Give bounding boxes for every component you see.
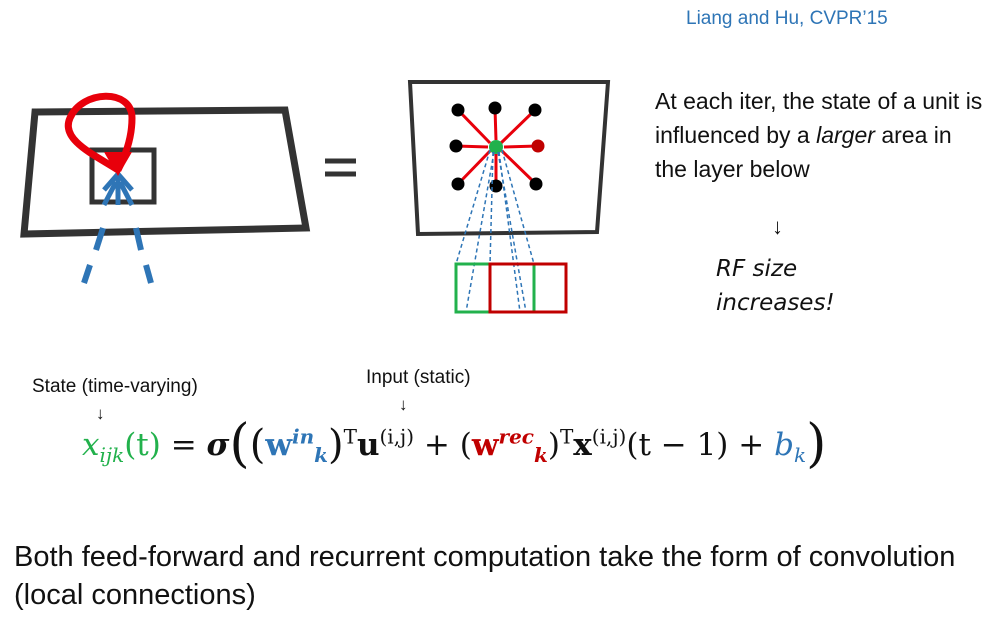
neighbor-arrows [455,107,539,186]
neighbor-unit [488,101,502,115]
state-label: State (time-varying) [32,376,198,397]
equals-sign [325,158,356,177]
neighbor-unit [451,177,465,191]
neighbor-unit [528,103,542,117]
state-down-arrow: ↓ [96,404,105,423]
previous-state-term: x [573,427,592,463]
sigma-symbol: σ [206,427,230,463]
recurrent-arrowhead [104,152,132,176]
state-term: xijk(t) [82,427,161,468]
neighbor-unit [531,139,545,153]
rf-size-note: RF size increases! [716,256,835,316]
neighbor-unit [449,139,463,153]
recurrent-weight: wreck [471,424,548,468]
neighbor-unit [451,103,465,117]
input-down-arrow: ↓ [399,395,408,414]
receptive-field-lines [455,149,535,313]
conclusion-text: Both feed-forward and recurrent computat… [14,541,956,611]
red-receptive-field [488,262,568,314]
down-arrow: ↓ [772,214,783,239]
right-layer-frame [407,80,611,237]
recurrent-loop-arrow [64,92,136,173]
bias-term: bk [774,427,807,468]
neighbor-unit [529,177,543,191]
recurrence-equation: xijk(t) = σ((wink)Tu(i,j) + (wreck)Tx(i,… [82,414,827,474]
citation: Liang and Hu, CVPR’15 [686,8,888,29]
feedforward-arrow [101,172,135,207]
feedforward-input-lines [81,227,154,284]
left-layer-frame [20,106,311,238]
input-term: u [356,427,380,463]
center-unit [489,140,503,154]
explanation-text: At each iter, the state of a unit is inf… [655,88,983,182]
input-weight: wink [265,424,328,468]
input-label: Input (static) [366,367,471,388]
